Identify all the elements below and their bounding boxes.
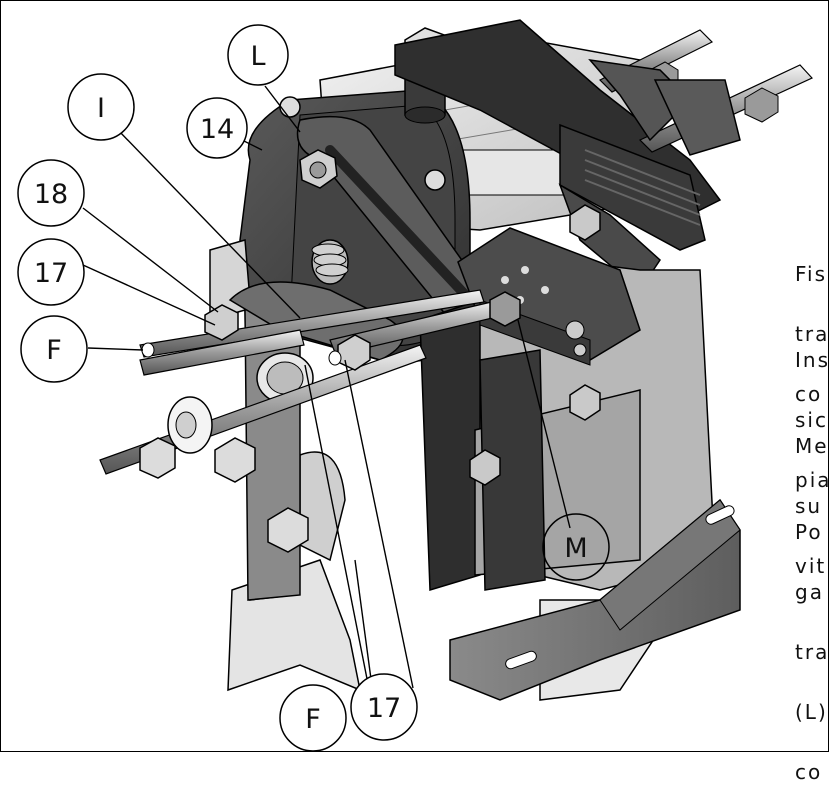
- svg-text:F: F: [305, 704, 321, 735]
- side-note-3-line: Me: [795, 434, 829, 458]
- svg-text:17: 17: [34, 258, 68, 289]
- svg-text:14: 14: [200, 114, 234, 145]
- side-note-1-line: tra: [795, 322, 830, 346]
- callout-M: M: [542, 513, 610, 581]
- svg-text:18: 18: [34, 179, 68, 210]
- side-note-4-line: Po: [795, 520, 823, 544]
- callout-18: 18: [17, 159, 85, 227]
- svg-text:I: I: [97, 93, 105, 124]
- side-note-3: Me su vit: [795, 396, 831, 596]
- svg-text:M: M: [564, 533, 587, 564]
- assembly-drawing: L 14 I 18 17 F M F 17: [17, 19, 813, 752]
- side-note-4: Po ga tra (L) co: [795, 482, 831, 802]
- callout-14: 14: [186, 97, 248, 159]
- side-note-2-line: pia: [795, 468, 831, 492]
- callout-L: L: [227, 24, 289, 86]
- side-note-2: Ins sic pia: [795, 310, 831, 510]
- svg-text:F: F: [46, 335, 62, 366]
- side-note-4-line: (L): [795, 700, 828, 724]
- leader-lines: [82, 85, 571, 695]
- callout-17-bottom: 17: [350, 673, 418, 741]
- side-note-1: Fis tra co: [795, 224, 831, 424]
- side-note-2-line: Ins: [795, 348, 830, 372]
- svg-text:L: L: [250, 41, 265, 72]
- right-bracket: [419, 204, 716, 591]
- side-note-4-line: ga: [795, 580, 824, 604]
- callout-F-bottom: F: [279, 684, 347, 752]
- side-note-1-line: co: [795, 382, 823, 406]
- mounting-plate: [449, 498, 741, 701]
- side-note-3-line: su: [795, 494, 823, 518]
- callout-F-left: F: [20, 315, 88, 383]
- side-note-2-line: sic: [795, 408, 828, 432]
- top-rods: [588, 29, 813, 156]
- end-cap-disc: [239, 89, 491, 363]
- svg-text:17: 17: [367, 693, 401, 724]
- threaded-rods: [99, 289, 521, 479]
- side-note-4-line: co: [795, 760, 823, 784]
- callout-I: I: [67, 73, 135, 141]
- side-note-3-line: vit: [795, 554, 827, 578]
- drawing-frame: [0, 0, 829, 752]
- callout-17-top: 17: [17, 238, 85, 306]
- side-note-1-line: Fis: [795, 262, 828, 286]
- side-note-4-line: tra: [795, 640, 830, 664]
